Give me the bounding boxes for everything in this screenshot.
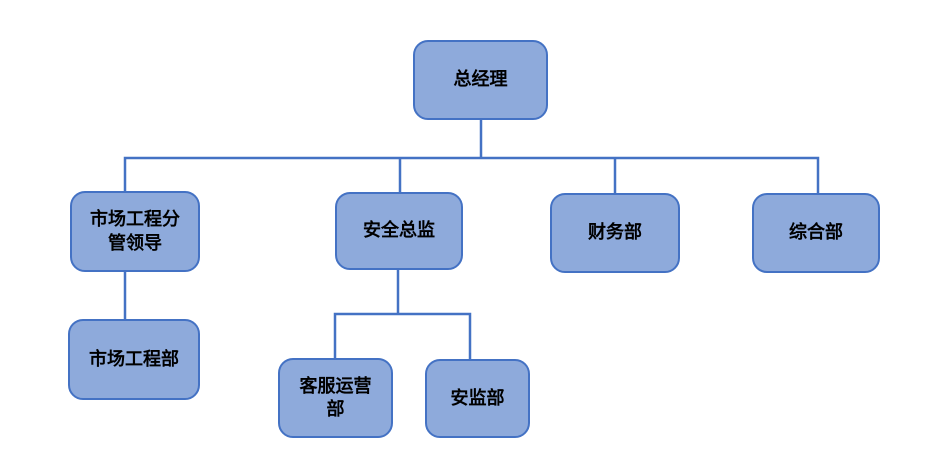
org-node-customer-service-ops-dept: 客服运营部 xyxy=(278,358,393,438)
org-node-label: 安监部 xyxy=(450,387,505,408)
org-node-safety-supervision-dept: 安监部 xyxy=(425,359,530,438)
org-node-label: 总经理 xyxy=(453,69,508,90)
org-node-label: 安全总监 xyxy=(363,220,435,241)
org-node-market-eng-dept: 市场工程部 xyxy=(68,319,200,400)
org-node-label: 客服运营部 xyxy=(299,375,372,419)
org-node-label: 市场工程部 xyxy=(89,348,179,369)
org-node-label: 市场工程分管领导 xyxy=(90,209,180,253)
org-node-general-manager: 总经理 xyxy=(413,40,548,120)
org-node-market-eng-lead: 市场工程分管领导 xyxy=(70,191,200,272)
org-node-finance-dept: 财务部 xyxy=(550,193,680,273)
org-node-safety-director: 安全总监 xyxy=(335,192,463,270)
org-node-label: 综合部 xyxy=(789,222,843,243)
org-node-general-dept: 综合部 xyxy=(752,193,880,273)
connector-path xyxy=(123,120,820,359)
org-node-label: 财务部 xyxy=(588,222,642,243)
